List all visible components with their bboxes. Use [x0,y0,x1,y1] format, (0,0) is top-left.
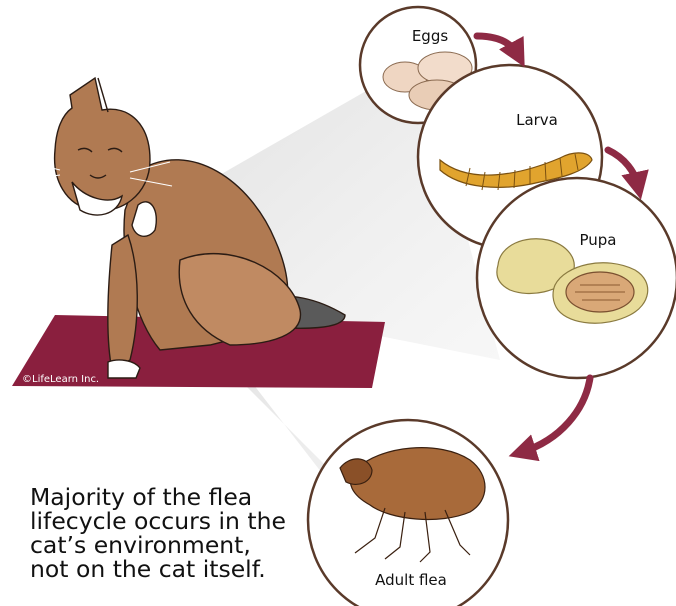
caption-line-3: cat’s environment, [30,533,320,557]
arrow-eggs-to-larva [477,36,518,55]
stage-label-pupa: Pupa [579,231,616,249]
copyright-text: ©LifeLearn Inc. [22,374,99,385]
caption-line-4: not on the cat itself. [30,557,320,581]
caption-line-2: lifecycle occurs in the [30,509,320,533]
stage-label-larva: Larva [516,111,558,129]
stage-label-eggs: Eggs [412,27,449,45]
arrow-larva-to-pupa [608,150,638,186]
stage-pupa: Pupa [477,178,676,378]
caption-line-1: Majority of the flea [30,485,320,509]
arrow-pupa-to-adult [522,378,590,452]
caption: Majority of the flea lifecycle occurs in… [30,485,320,581]
stage-label-adult-flea: Adult flea [375,571,447,589]
stage-adult-flea: Adult flea [308,420,508,606]
